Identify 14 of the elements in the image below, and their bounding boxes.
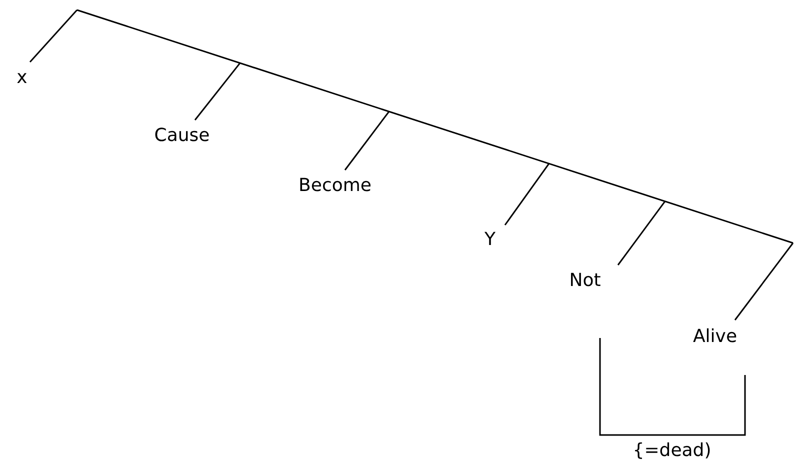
branch-line (504, 163, 550, 226)
branch-line (734, 242, 794, 320)
bracket-label: {=dead) (632, 441, 712, 461)
branch-line (344, 111, 390, 170)
tree-node-word: Alive (692, 327, 738, 347)
tree-node-word: Cause (154, 126, 210, 146)
tree-node-word: Not (569, 271, 601, 291)
branch-line (194, 62, 241, 120)
branch-line (617, 200, 666, 266)
branch-line (29, 10, 78, 62)
tree-node-word: x (16, 68, 28, 88)
tree-node-word: Y (484, 230, 496, 250)
tree-trunk-line (76, 9, 794, 244)
tree-node-word: Become (298, 176, 372, 196)
